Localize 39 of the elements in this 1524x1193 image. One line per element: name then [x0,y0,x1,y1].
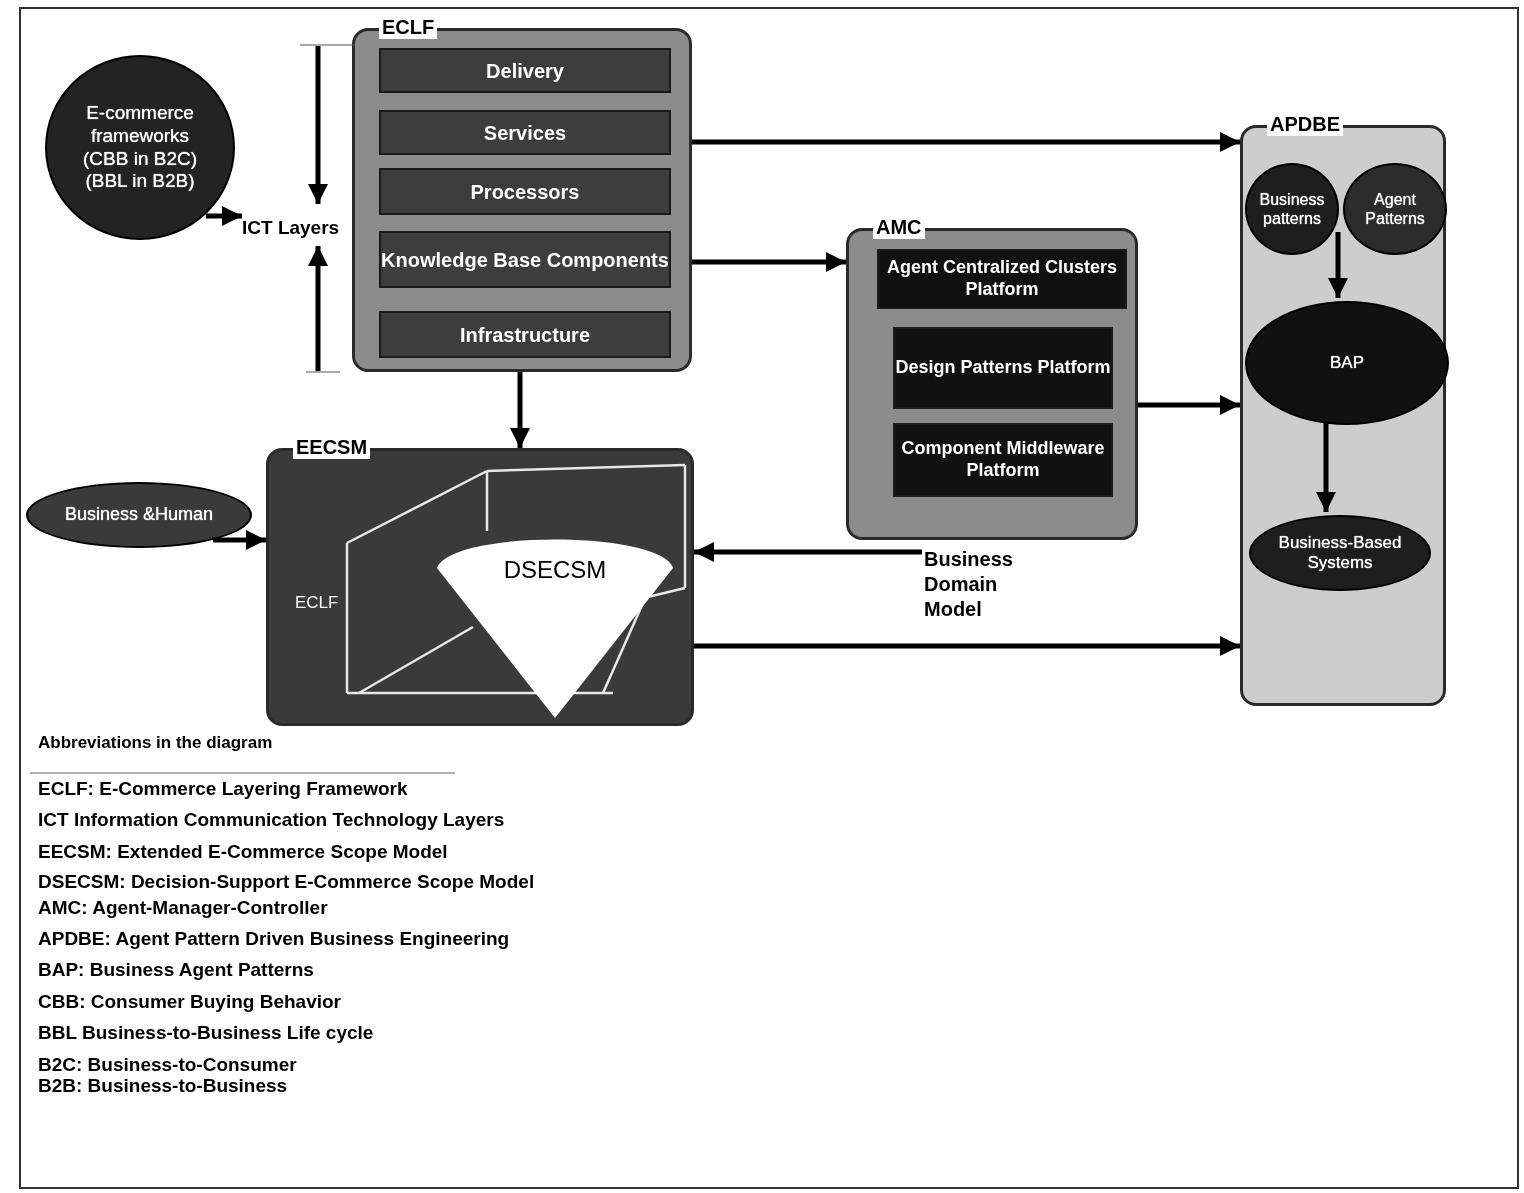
node-label: DSECSM [503,556,607,584]
ellipse-node: Business-Based Systems [1249,515,1431,591]
node-label: Business Domain Model [924,545,1036,623]
section-heading: Abbreviations in the diagram [38,733,273,753]
ellipse-node: BAP [1245,301,1449,425]
layer-box: Knowledge Base Components [379,231,671,288]
abbreviation-text: CBB: Consumer Buying Behavior [38,991,341,1013]
abbreviation-text: B2C: Business-to-Consumer [38,1054,297,1076]
abbreviation-text: ECLF: E-Commerce Layering Framework [38,778,408,800]
drawing-label: ECLF [295,593,339,613]
abbreviation-text: ICT Information Communication Technology Layers [38,809,505,831]
node-label: ICT Layers [242,212,354,244]
abbreviation-text: APDBE: Agent Pattern Driven Business Engineering [38,928,510,950]
layer-box: Design Patterns Platform [893,327,1113,409]
arrow [692,132,1240,152]
layer-box: Services [379,110,671,155]
ellipse-node: E-commerce frameworks (CBB in B2C) (BBL in B2B) [45,55,235,240]
arrow [206,206,242,226]
arrow [1316,422,1336,512]
ellipse-node: Agent Patterns [1343,163,1447,255]
ellipse-node: Business patterns [1245,163,1339,255]
arrow [694,636,1240,656]
layer-box: Processors [379,168,671,215]
layer-box: Component Middleware Platform [893,423,1113,497]
arrow [694,542,922,562]
arrow [1138,395,1240,415]
arrow [692,252,846,272]
layer-box: Delivery [379,48,671,93]
abbreviation-text: EECSM: Extended E-Commerce Scope Model [38,841,448,863]
layer-box: Agent Centralized Clusters Platform [877,249,1127,309]
abbreviation-text: AMC: Agent-Manager-Controller [38,897,328,919]
layer-box: Infrastructure [379,311,671,358]
abbreviation-text: BBL Business-to-Business Life cycle [38,1022,374,1044]
arrow [213,530,266,550]
arrow [510,372,530,448]
ellipse-node: Business &Human [26,482,252,548]
abbreviation-text: DSECSM: Decision-Support E-Commerce Scope Model [38,871,535,893]
abbreviation-text: BAP: Business Agent Patterns [38,959,314,981]
abbreviation-text: B2B: Business-to-Business [38,1075,288,1097]
